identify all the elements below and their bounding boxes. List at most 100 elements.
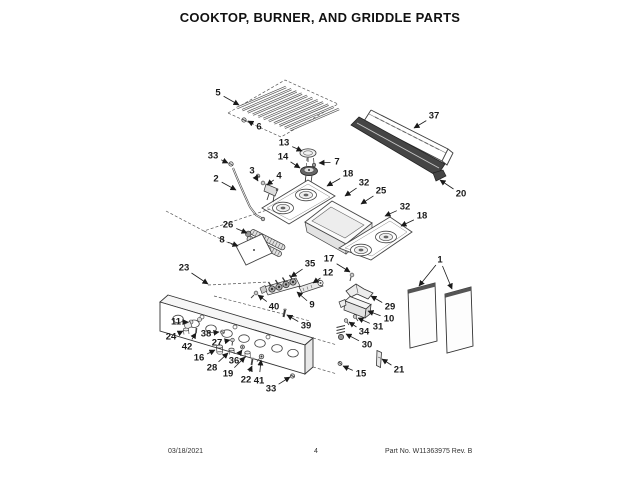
callout-leader-36 bbox=[236, 349, 243, 357]
callout-label-17: 17 bbox=[324, 254, 335, 265]
valve-rail-drawing bbox=[259, 274, 301, 296]
callout-label-32: 32 bbox=[359, 178, 370, 189]
callout-leader-42 bbox=[190, 332, 197, 340]
callout-label-34: 34 bbox=[359, 327, 370, 338]
callout-leader-23 bbox=[191, 272, 209, 285]
callout-label-26: 26 bbox=[223, 220, 234, 231]
trim-panel-drawing bbox=[350, 116, 447, 182]
callout-label-25: 25 bbox=[376, 186, 387, 197]
callout-leader-40 bbox=[257, 294, 268, 302]
callout-label-40: 40 bbox=[269, 302, 280, 313]
callout-label-27: 27 bbox=[212, 338, 223, 349]
fasteners-bottom-drawing bbox=[337, 349, 382, 369]
callout-label-7: 7 bbox=[334, 157, 339, 168]
callout-label-32: 32 bbox=[400, 202, 411, 213]
grill-bracket-drawing bbox=[345, 283, 374, 300]
callout-leader-30 bbox=[345, 333, 360, 342]
callout-leader-15 bbox=[342, 365, 353, 371]
callout-leader-12 bbox=[312, 277, 321, 284]
callout-label-21: 21 bbox=[394, 365, 405, 376]
callout-leader-6 bbox=[247, 120, 255, 127]
callout-leader-29 bbox=[370, 295, 383, 303]
callout-leader-28 bbox=[218, 352, 229, 363]
callout-leader-41 bbox=[257, 359, 264, 373]
callout-label-4: 4 bbox=[276, 171, 282, 182]
footer-part-number: Part No. W11363975 Rev. B bbox=[385, 448, 473, 455]
callout-leader-27 bbox=[223, 338, 231, 345]
callout-label-2: 2 bbox=[213, 174, 218, 185]
callout-leader-37 bbox=[413, 120, 427, 129]
callout-label-1: 1 bbox=[437, 255, 443, 266]
callout-leader-26 bbox=[236, 228, 248, 234]
cooktop-left-section-drawing bbox=[261, 179, 336, 225]
callout-leader-1 bbox=[442, 265, 453, 290]
manifold-bracket-drawing bbox=[298, 279, 324, 294]
igniter-parts-drawing bbox=[255, 173, 279, 203]
callout-leader-18 bbox=[326, 178, 341, 187]
callout-label-42: 42 bbox=[182, 342, 193, 353]
callout-leader-16 bbox=[206, 349, 216, 356]
callout-leader-35 bbox=[290, 268, 303, 278]
page-title: COOKTOP, BURNER, AND GRIDDLE PARTS bbox=[179, 10, 461, 25]
callout-label-23: 23 bbox=[179, 263, 190, 274]
callout-label-19: 19 bbox=[223, 369, 234, 380]
callout-leader-5 bbox=[223, 95, 240, 106]
callout-label-6: 6 bbox=[256, 122, 261, 133]
callout-leader-38 bbox=[213, 329, 220, 336]
callout-label-18: 18 bbox=[343, 169, 354, 180]
callout-label-29: 29 bbox=[385, 302, 396, 313]
fasteners-mid-drawing bbox=[250, 272, 355, 318]
callout-label-37: 37 bbox=[429, 111, 440, 122]
cooktop-right-section-drawing bbox=[337, 216, 413, 261]
callout-label-12: 12 bbox=[323, 268, 334, 279]
fasteners-right-drawing bbox=[336, 314, 359, 340]
callout-leader-20 bbox=[439, 179, 454, 190]
callout-label-8: 8 bbox=[219, 235, 224, 246]
callout-label-10: 10 bbox=[384, 314, 395, 325]
callout-leader-14 bbox=[290, 161, 301, 169]
callout-leader-31 bbox=[357, 317, 370, 324]
burner-grate-drawing bbox=[227, 79, 340, 138]
callout-leader-1 bbox=[418, 264, 437, 287]
callout-label-39: 39 bbox=[301, 321, 312, 332]
burner-cap-stack-drawing bbox=[299, 148, 318, 188]
callout-label-15: 15 bbox=[356, 369, 367, 380]
callout-label-14: 14 bbox=[278, 152, 289, 163]
footer-date: 03/18/2021 bbox=[168, 448, 204, 455]
callout-label-28: 28 bbox=[207, 363, 218, 374]
callout-label-38: 38 bbox=[201, 329, 212, 340]
callout-leader-4 bbox=[266, 179, 275, 186]
callout-label-3: 3 bbox=[249, 166, 254, 177]
callout-leader-33 bbox=[220, 157, 229, 164]
burner-base-plate-drawing bbox=[235, 233, 273, 266]
callout-leader-22 bbox=[247, 365, 253, 373]
callout-label-11: 11 bbox=[171, 317, 182, 328]
callout-label-41: 41 bbox=[254, 376, 265, 387]
callout-label-30: 30 bbox=[362, 340, 373, 351]
callout-leader-39 bbox=[286, 314, 299, 322]
footer-page-number: 4 bbox=[314, 448, 318, 455]
callout-label-35: 35 bbox=[305, 259, 316, 270]
callout-label-20: 20 bbox=[456, 189, 467, 200]
callout-label-18: 18 bbox=[417, 211, 428, 222]
gas-tube-drawing bbox=[165, 161, 271, 255]
callout-leader-32 bbox=[344, 187, 357, 197]
callout-leader-7 bbox=[318, 159, 331, 166]
callout-label-33: 33 bbox=[266, 384, 277, 395]
callout-leader-24 bbox=[176, 330, 184, 337]
callout-leader-10 bbox=[367, 310, 381, 317]
callout-leader-3 bbox=[252, 174, 259, 182]
control-box-drawing bbox=[338, 296, 372, 319]
callout-leader-19 bbox=[234, 356, 246, 368]
callout-leader-18 bbox=[400, 219, 415, 227]
callout-leader-9 bbox=[296, 291, 308, 302]
callout-label-31: 31 bbox=[373, 322, 384, 333]
callout-leader-21 bbox=[381, 358, 392, 366]
callout-label-13: 13 bbox=[279, 138, 290, 149]
callout-leader-8 bbox=[227, 241, 239, 247]
callout-leader-33 bbox=[278, 376, 291, 385]
callout-leader-13 bbox=[292, 146, 303, 152]
